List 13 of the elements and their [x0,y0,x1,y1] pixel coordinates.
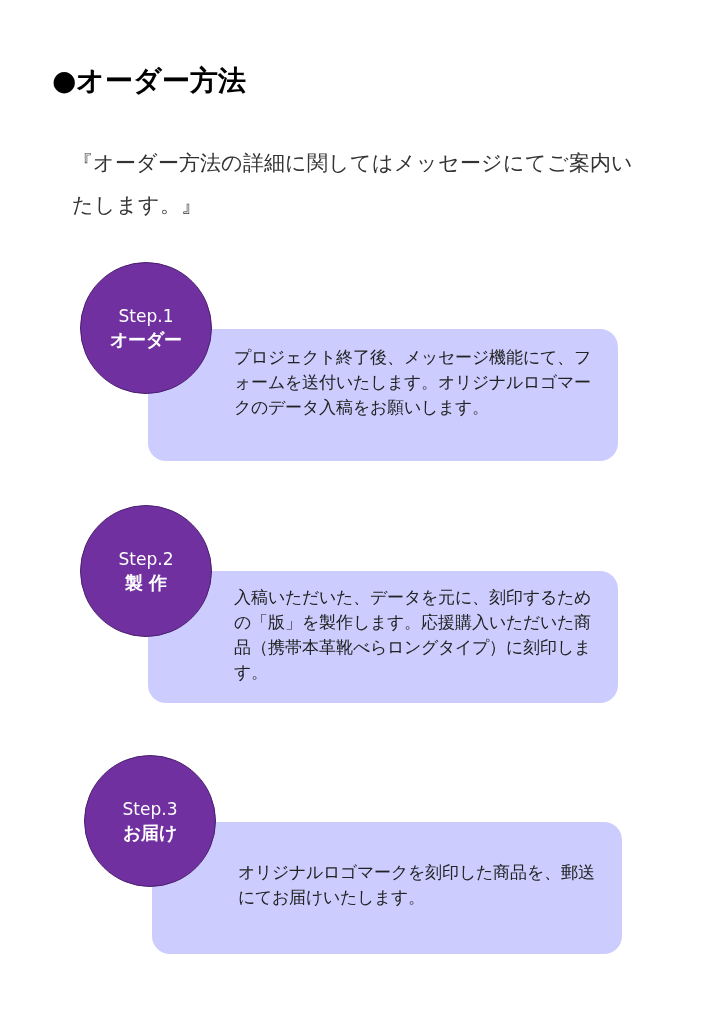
step-number: Step.2 [118,548,174,571]
step-name: 製 作 [124,571,168,595]
step-description: プロジェクト終了後、メッセージ機能にて、フォームを送付いたします。オリジナルロゴマークのデータ入稿をお願いします。 [234,346,592,419]
step-description-box [148,571,618,703]
step-number: Step.1 [118,305,174,328]
note-text: 『オーダー方法の詳細に関してはメッセージにてご案内いたします。』 [72,150,634,219]
step-description: 入稿いただいた、データを元に、刻印するための「版」を製作します。応援購入いただいた商品（携帯本革靴べらロングタイプ）に刻印します。 [234,586,592,684]
step-name: オーダー [110,328,182,352]
page-title: ●オーダー方法 [52,63,247,99]
step-description: オリジナルロゴマークを刻印した商品を、郵送にてお届けいたします。 [238,861,596,909]
step-number: Step.3 [122,798,178,821]
step-description-box [148,329,618,461]
step-name: お届け [123,821,177,845]
